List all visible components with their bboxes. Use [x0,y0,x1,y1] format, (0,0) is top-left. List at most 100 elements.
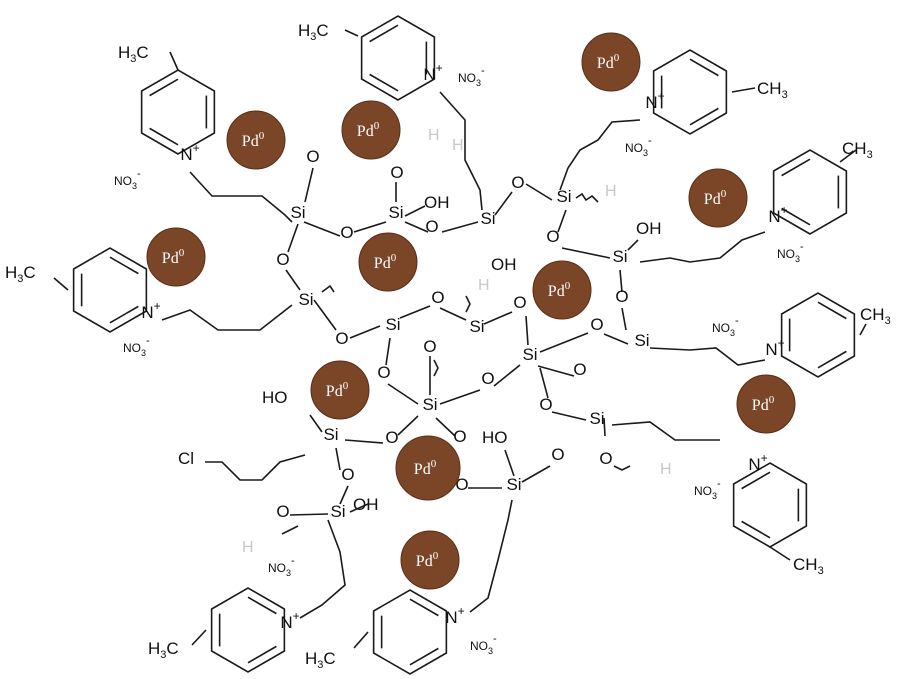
pd-particle-11 [400,530,460,590]
siloxane-bond-12 [627,239,639,251]
pyridinium-ring-left [72,247,148,333]
hydroxyl-6: HO [482,428,508,447]
wavy-bond-6 [613,465,631,471]
oxygen-o-4: O [425,217,438,236]
siloxane-bond-16 [349,325,381,339]
pyridinium-ring-right-middle-double-bond [817,350,847,369]
oxygen-o-18: O [385,428,398,447]
siloxane-bond-32 [551,411,587,421]
siloxane-bond-35 [397,415,419,436]
siloxane-bond-6 [404,221,429,233]
methyl-bond [353,631,369,649]
siloxane-bond-14 [285,269,301,291]
n-plus-right-upper: N+ [768,203,787,226]
oxygen-o-2: O [390,163,403,182]
propyl-linker-right-lower [611,421,720,441]
propyl-linker-left [161,304,293,331]
nitrate-top: NO3- [458,65,485,88]
pyridinium-ring-bottom-right [732,462,808,548]
nitrate-bottom-left: NO3- [268,555,295,578]
oxygen-o-24: O [276,502,289,521]
oxygen-o-21: O [599,449,612,468]
pd-particle-9 [736,374,796,434]
methyl-top-right: CH3 [757,79,788,101]
oxygen-o-22: O [455,475,468,494]
n-plus-bottom-right: N+ [748,451,767,474]
faint-h-5: H [660,461,672,478]
siloxane-bond-7 [441,221,479,233]
hydroxyl-1: OH [424,193,450,212]
silicon-si-3: Si [480,209,495,228]
methyl-bottom-left: H3C [148,639,179,661]
siloxane-bond-23 [621,307,627,331]
n-plus-bottom-left: N+ [280,609,299,632]
pyridinium-ring-left-double-bond [109,305,139,324]
hydroxyl-2: OH [491,255,517,274]
siloxane-bond-1 [304,167,314,203]
silicon-si-7: Si [385,315,400,334]
chloropropyl-linker [205,454,306,481]
n-plus-bottom-center: N+ [445,604,464,627]
hydroxyl-5: HO [262,388,288,407]
oxygen-o-1: O [306,147,319,166]
silicon-si-8: Si [469,317,484,336]
siloxane-bond-36 [335,447,341,471]
siloxane-bond-38 [289,513,329,516]
pd-particle-10 [395,435,461,501]
nitrate-bottom-right: NO3- [694,478,721,501]
methyl-bond [191,629,207,646]
oxygen-o-7: O [276,250,289,269]
wavy-bond-3 [465,295,471,313]
pd-particle-1 [581,32,641,92]
oxygen-o-16: O [481,369,494,388]
propyl-linker-top-left [189,171,293,223]
silicon-si-1: Si [290,203,305,222]
pyridinium-ring-bottom-center-double-bond [409,647,439,666]
pyridinium-ring-bottom-right-double-bond [741,520,771,539]
faint-h-6: H [242,539,254,556]
pyridinium-ring-top-right-double-bond [689,58,719,77]
methyl-left: H3C [5,263,36,285]
propyl-linker-bottom-center [469,499,513,613]
pd-particle-2 [226,110,286,170]
oxygen-o-9: O [431,288,444,307]
oxygen-o-3: O [340,223,353,242]
siloxane-bond-28 [439,389,481,405]
propyl-linker-right-upper [639,231,766,263]
silicon-si-14: Si [506,475,521,494]
siloxane-bond-13 [287,223,299,253]
pyridinium-ring-left-double-bond [109,256,139,275]
propyl-linker-top-right [559,119,641,191]
siloxane-bond-18 [439,307,467,321]
faint-h-1: H [428,127,440,144]
methyl-bond [839,149,857,163]
silicon-si-10: Si [634,331,649,350]
pd-particle-5 [146,227,206,287]
siloxane-bond-19 [483,311,513,325]
pyridinium-ring-top-right-double-bond [689,107,719,126]
pyridinium-ring-bottom-left [210,587,286,673]
silicon-si-9: Si [522,345,537,364]
methyl-right-middle: CH3 [860,305,891,327]
pyridinium-ring-top-double-bond [369,73,399,92]
methyl-bond [731,87,756,93]
methyl-bottom-right: CH3 [793,555,824,577]
methyl-bond [859,323,867,336]
methyl-bond [344,29,359,37]
wavy-bond-1 [575,192,599,203]
siloxane-bond-29 [493,364,521,387]
wavy-bond-2 [321,284,335,293]
pyridinium-ring-top-left-double-bond [149,78,179,97]
siloxane-bond-3 [353,221,387,233]
faint-h-2: H [605,183,617,200]
pyridinium-ring-bottom-left-double-bond [247,596,277,615]
pyridinium-ring-right-middle-double-bond [817,301,847,320]
pd-particle-7 [532,260,592,320]
hydroxyl-3: OH [636,219,662,238]
siloxane-bond-41 [504,449,515,477]
wavy-bond-5 [281,525,299,535]
pyridinium-ring-bottom-right-double-bond [741,471,771,490]
methyl-bond [169,51,179,71]
nitrate-top-right: NO3- [625,135,652,158]
